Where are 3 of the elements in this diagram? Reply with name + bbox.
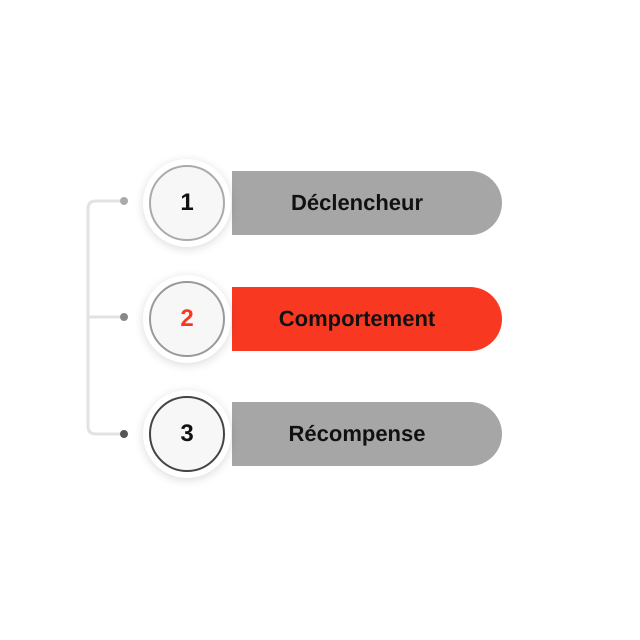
step-bar: Récompense xyxy=(232,402,502,466)
step-bar: Comportement xyxy=(232,287,502,351)
step-bar: Déclencheur xyxy=(232,171,502,235)
